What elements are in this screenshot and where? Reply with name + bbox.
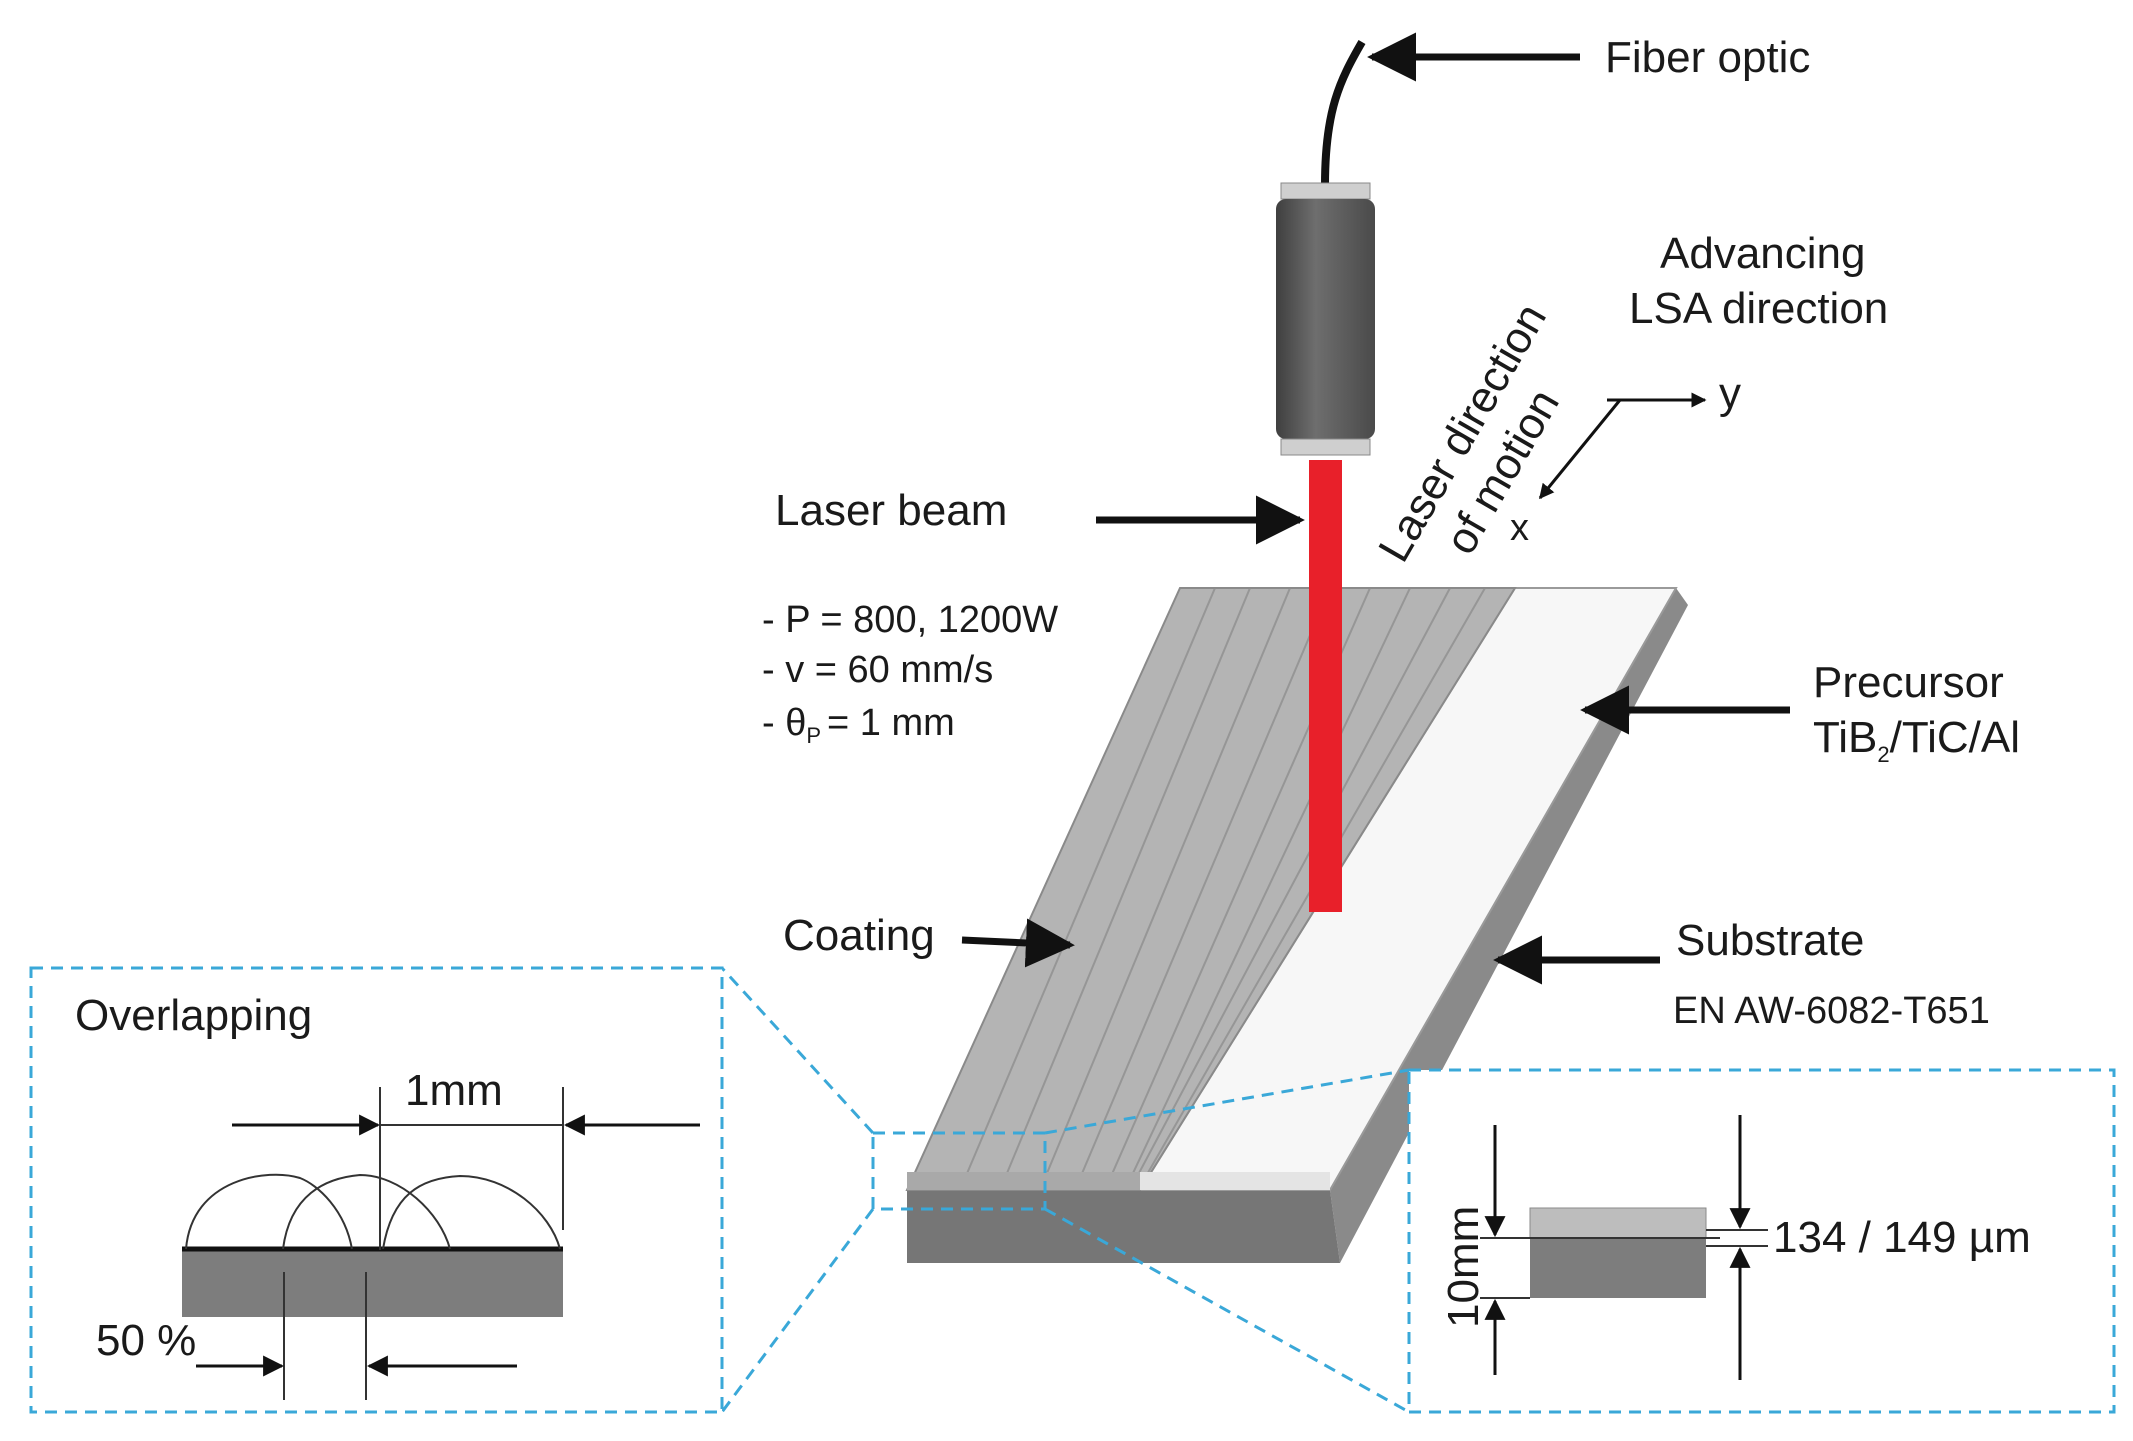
axes-indicator [1538,392,1707,500]
thickness-inset: 10mm 134 / 149 µm [1407,1068,2116,1414]
laser-direction-label: Laser direction of motion [1369,296,1569,570]
right-inset-frame [1407,1068,2116,1414]
laser-beam [1309,460,1342,912]
section-coating [1529,1207,1707,1239]
head-collar-top [1280,182,1371,200]
precursor-label-line2: TiB2/TiC/Al [1813,713,2020,767]
head-cylinder [1276,199,1375,439]
fiber-optic-label: Fiber optic [1605,33,1810,82]
zoom-lines [720,966,1410,1414]
axis-x-label: x [1510,507,1529,549]
overlap-label: 50 % [96,1316,196,1365]
param-power: - P = 800, 1200W [762,599,1058,641]
height-label: 10mm [1439,1206,1488,1328]
overlapping-inset: Overlapping 1mm 50 % [29,966,724,1414]
advancing-label-line1: Advancing [1660,229,1865,278]
advancing-label-line2: LSA direction [1629,284,1888,333]
axis-y-label: y [1719,369,1741,418]
overlap-substrate-block [182,1249,563,1317]
section-substrate [1530,1238,1706,1298]
precursor-label-line1: Precursor [1813,658,2004,707]
substrate-label: Substrate [1676,916,1864,965]
head-collar-bottom [1280,438,1371,456]
front-precursor-layer [1140,1172,1330,1190]
coating-thickness-label: 134 / 149 µm [1773,1213,2031,1262]
param-speed: - v = 60 mm/s [762,649,993,691]
laser-head [1276,39,1375,456]
left-zoom-source [871,1131,1047,1211]
substrate-grade-label: EN AW-6082-T651 [1673,990,1990,1032]
substrate-front-face [907,1190,1340,1263]
coating-label: Coating [783,911,935,960]
left-inset-frame [29,966,724,1414]
param-theta: - θP= 1 mm [762,702,955,748]
width-label: 1mm [405,1066,503,1115]
laser-beam-label: Laser beam [775,486,1007,535]
overlapping-title: Overlapping [75,991,312,1040]
overlap-track-arcs [185,1173,561,1250]
coating-arrow [961,918,1075,968]
coating-tracks [959,588,1486,1190]
fiber-optic-cable [1321,39,1366,186]
